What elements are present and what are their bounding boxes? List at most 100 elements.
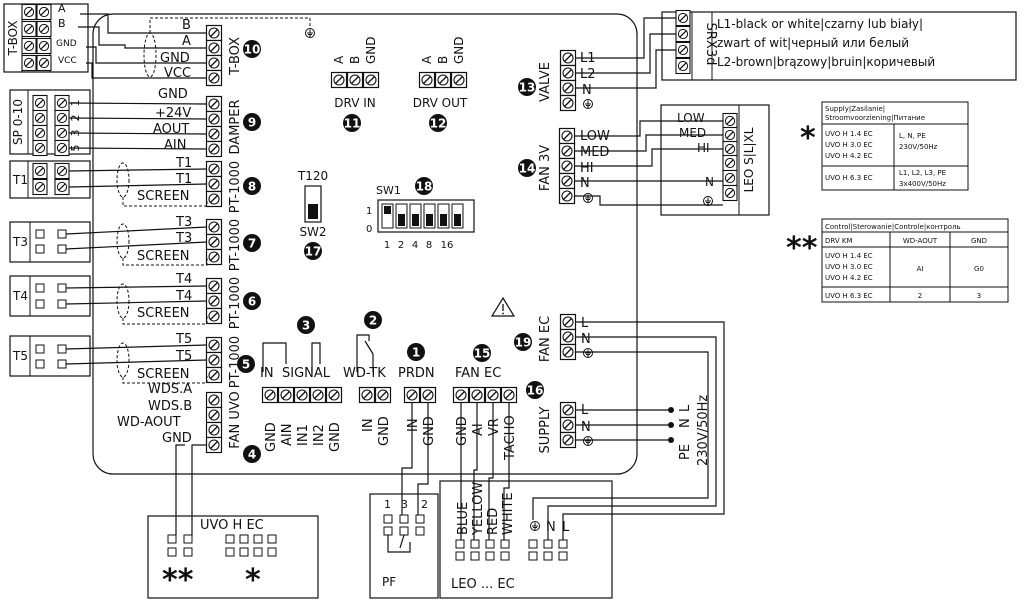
in-signal-label-in: IN bbox=[260, 366, 274, 381]
uvo-mark-double: ** bbox=[162, 563, 194, 598]
t5-module: T5 bbox=[9, 335, 208, 384]
uvo-module: UVO H EC ** * bbox=[147, 444, 319, 599]
supply-block: L N SUPPLY 16 L N PE 230V/50Hz bbox=[526, 381, 711, 466]
b8-pin-1: T1 bbox=[175, 156, 192, 171]
in-signal-pin-ain: AIN bbox=[280, 424, 295, 446]
fan-ec-power-pin-l: L bbox=[581, 316, 589, 331]
sw1-off-label: 0 bbox=[366, 224, 372, 235]
prdn-block: 1 PRDN IN GND bbox=[398, 343, 437, 446]
b6-number: 6 bbox=[248, 295, 256, 309]
fan3v-block-label: FAN 3V bbox=[538, 145, 553, 191]
control-table-model-4: UVO H 6.3 EC bbox=[825, 292, 873, 300]
tbox-pin-b: B bbox=[58, 17, 66, 30]
controller-board bbox=[92, 13, 638, 475]
valve-block: L1 L2 N VALVE 13 bbox=[518, 49, 596, 112]
control-table-ai: AI bbox=[917, 265, 924, 273]
leo-ec-wire-yellow: YELLOW bbox=[471, 482, 486, 536]
supply-table-header-1: Supply|Zasilanie| bbox=[825, 105, 885, 113]
b10-pin-vcc: VCC bbox=[164, 66, 191, 81]
supply-table-mark: * bbox=[800, 121, 816, 156]
sw2-top-label: T120 bbox=[297, 169, 328, 183]
srx-note-1: L1-black or white|czarny lub biały| bbox=[717, 17, 923, 31]
sw2-number: 17 bbox=[305, 245, 322, 259]
control-table-val-2: 2 bbox=[918, 292, 922, 300]
b8-block-label: PT-1000 bbox=[228, 161, 243, 213]
fan-ec-signal-block: 15 FAN EC GND AI VR TACHO bbox=[452, 344, 518, 461]
b4-block-label: FAN UVO bbox=[228, 391, 243, 448]
prdn-pin-gnd: GND bbox=[422, 416, 437, 446]
fan-ec-power-pin-n: N bbox=[581, 332, 591, 347]
leo-ec-module: BLUE YELLOW RED WHITE N L LEO ... EC bbox=[439, 321, 725, 599]
leo-sl-pin-low: LOW bbox=[677, 111, 705, 125]
in-signal-block: 3 IN SIGNAL GND AIN IN1 IN2 GND bbox=[260, 316, 343, 452]
b9-block-label: DAMPER bbox=[228, 100, 243, 155]
supply-table-value-2b: 3x400V/50Hz bbox=[899, 180, 946, 188]
in-signal-pin-in2: IN2 bbox=[312, 424, 327, 446]
b7-pin-2: T3 bbox=[175, 231, 192, 246]
fan-ec-signal-pin-gnd: GND bbox=[455, 416, 470, 446]
b10-number: 10 bbox=[244, 43, 261, 57]
sw2-bottom-label: SW2 bbox=[299, 225, 326, 239]
sw1-weight-4: 4 bbox=[412, 240, 418, 251]
supply-number: 16 bbox=[527, 384, 544, 398]
fan-ec-power-number: 19 bbox=[515, 336, 532, 350]
b5-pin-screen: SCREEN bbox=[137, 367, 190, 382]
sw1-weight-16: 16 bbox=[441, 240, 454, 251]
b8-pin-2: T1 bbox=[175, 172, 192, 187]
leo-ec-wire-blue: BLUE bbox=[456, 502, 471, 535]
tbox-pin-gnd: GND bbox=[56, 39, 77, 49]
b4-pin-wdsb: WDS.B bbox=[148, 399, 192, 414]
b8-pin-screen: SCREEN bbox=[137, 189, 190, 204]
leo-sl-pin-hi: HI bbox=[697, 141, 710, 155]
drv-out-pin-a: A bbox=[420, 55, 434, 64]
prdn-number: 1 bbox=[412, 346, 420, 360]
fan3v-block: LOW MED HI N FAN 3V 14 bbox=[518, 127, 610, 205]
control-table-model-1: UVO H 1.4 EC bbox=[825, 252, 873, 260]
b8-number: 8 bbox=[248, 180, 256, 194]
wd-tk-pin-in: IN bbox=[361, 418, 376, 432]
b6-pin-2: T4 bbox=[175, 289, 192, 304]
srx-module: SRX3d L1-black or white|czarny lub biały… bbox=[575, 9, 1017, 89]
b6-pin-1: T4 bbox=[175, 272, 192, 287]
b9-number: 9 bbox=[248, 116, 256, 130]
wd-tk-number: 2 bbox=[369, 314, 377, 328]
b4-pin-gnd: GND bbox=[162, 431, 192, 446]
drv-out-number: 12 bbox=[430, 117, 447, 131]
supply-block-label: SUPPLY bbox=[538, 406, 553, 453]
b10-pin-gnd: GND bbox=[160, 51, 190, 66]
control-table-col-1: DRV KM bbox=[825, 237, 853, 245]
fan3v-pin-n: N bbox=[580, 176, 590, 191]
supply-table: * Supply|Zasilanie| Stroomvoorziening|Пи… bbox=[800, 101, 969, 191]
tbox-module-label: T-BOX bbox=[6, 20, 20, 56]
drv-in-label: DRV IN bbox=[334, 96, 375, 110]
valve-block-label: VALVE bbox=[538, 62, 553, 102]
supply-table-value-2a: L1, L2, L3, PE bbox=[899, 169, 946, 177]
pf-module: 1 3 2 PF bbox=[369, 402, 439, 599]
supply-table-model-3: UVO H 4.2 EC bbox=[825, 152, 873, 160]
supply-table-model-2: UVO H 3.0 EC bbox=[825, 141, 873, 149]
control-table-g0: G0 bbox=[974, 265, 984, 273]
left-terminal-strip: B A GND VCC T-BOX 10 GND +24V AOUT AIN D… bbox=[117, 18, 261, 463]
b7-pin-screen: SCREEN bbox=[137, 249, 190, 264]
in-signal-label-signal: SIGNAL bbox=[282, 366, 331, 381]
sp-module-label: SP 0-10 bbox=[11, 99, 25, 145]
sw1-number: 18 bbox=[416, 180, 433, 194]
t4-module-label: T4 bbox=[12, 289, 28, 303]
b4-pin-wdsa: WDS.A bbox=[148, 382, 192, 397]
valve-pin-n: N bbox=[582, 83, 592, 98]
control-table-col-2: WD-AOUT bbox=[903, 237, 938, 245]
b7-block-label: PT-1000 bbox=[228, 219, 243, 271]
b4-number: 4 bbox=[248, 448, 256, 462]
b7-pin-1: T3 bbox=[175, 215, 192, 230]
sw1-weight-8: 8 bbox=[426, 240, 432, 251]
t3-module: T3 bbox=[9, 221, 208, 266]
wd-tk-pin-gnd: GND bbox=[377, 416, 392, 446]
control-table-mark: ** bbox=[786, 231, 818, 266]
t3-module-label: T3 bbox=[12, 235, 28, 249]
pf-num-3: 3 bbox=[401, 498, 408, 511]
sp-module: SP 0-10 1 2 3 5 bbox=[9, 89, 208, 157]
pf-module-label: PF bbox=[382, 575, 396, 589]
b9-pin-ain: AIN bbox=[164, 138, 186, 153]
control-table-header: Control|Sterowanie|Controle|контроль bbox=[825, 223, 961, 231]
b9-pin-aout: AOUT bbox=[153, 122, 189, 137]
